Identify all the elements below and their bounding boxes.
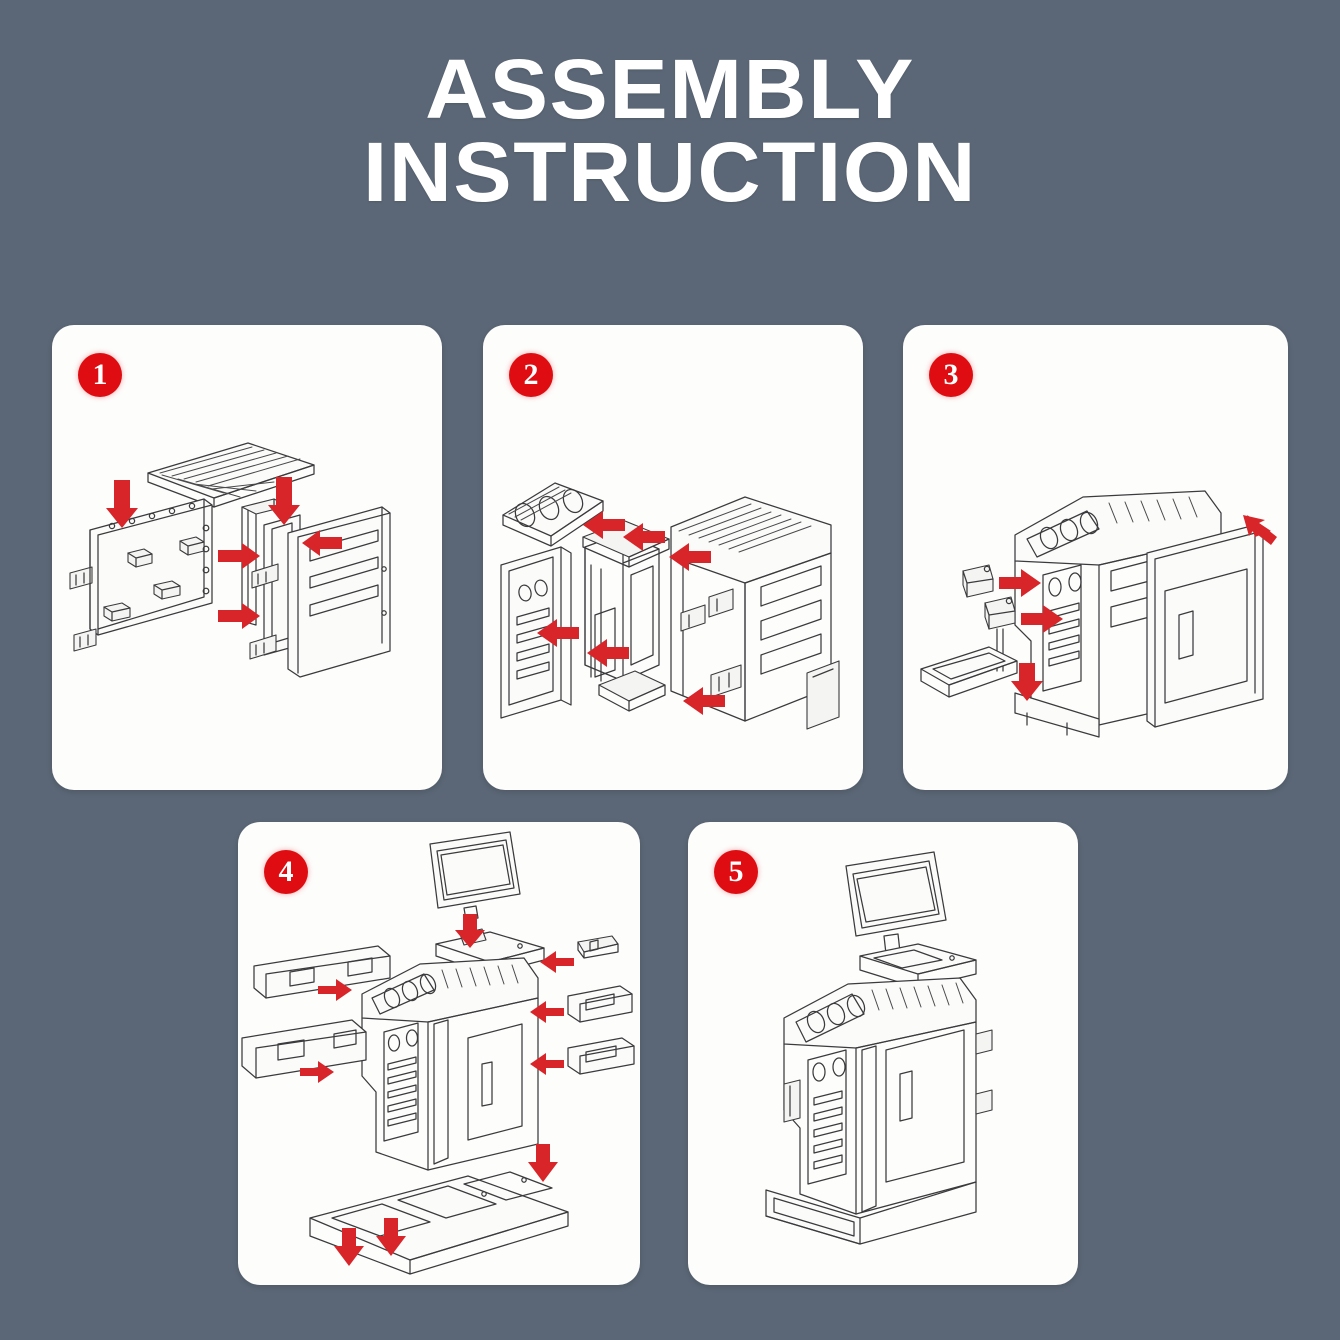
page-title: ASSEMBLY INSTRUCTION <box>0 47 1340 220</box>
step-card-1[interactable]: 1 <box>52 325 442 790</box>
assembly-arrows <box>999 515 1277 701</box>
part-inner-frame <box>582 520 670 712</box>
step-badge-4: 4 <box>264 850 308 894</box>
step-card-3[interactable]: 3 <box>903 325 1288 790</box>
step-badge-5: 5 <box>714 850 758 894</box>
title-line-1: ASSEMBLY <box>425 42 915 136</box>
assembly-arrows <box>300 914 574 1266</box>
part-base-plate <box>309 1171 569 1275</box>
part-dispenser-nozzles <box>962 564 1016 672</box>
part-bean-hopper-cover <box>502 482 604 547</box>
step-2-illustration <box>483 325 863 790</box>
step-4-drawing <box>241 831 635 1275</box>
part-upper-side-rail <box>253 945 391 999</box>
step-1-drawing <box>69 442 391 678</box>
part-top-plate <box>147 442 315 508</box>
part-left-side-panel <box>69 498 213 652</box>
step-5-illustration <box>688 822 1078 1285</box>
step-card-4[interactable]: 4 <box>238 822 640 1285</box>
step-2-drawing <box>500 482 840 730</box>
step-card-5[interactable]: 5 <box>688 822 1078 1285</box>
step-badge-3: 3 <box>929 353 973 397</box>
part-cup-tray-a <box>567 985 633 1023</box>
part-connector-clip <box>577 935 619 959</box>
assembly-arrows <box>106 477 342 629</box>
part-drip-tray <box>920 646 1018 698</box>
assembly-arrows <box>537 511 725 715</box>
step-1-illustration <box>52 325 442 790</box>
part-cup-tray-b <box>567 1037 635 1075</box>
title-line-2: INSTRUCTION <box>362 125 978 220</box>
part-front-control-panel <box>500 546 572 719</box>
part-lower-side-rail <box>241 1019 367 1079</box>
part-assembled-machine <box>765 851 993 1245</box>
step-badge-1: 1 <box>78 353 122 397</box>
step-card-2[interactable]: 2 <box>483 325 863 790</box>
step-3-drawing <box>920 490 1277 738</box>
step-badge-2: 2 <box>509 353 553 397</box>
part-side-door-panel <box>1146 524 1264 728</box>
step-4-illustration <box>238 822 640 1285</box>
step-5-drawing <box>765 851 993 1245</box>
part-display-screen <box>429 831 521 921</box>
step-3-illustration <box>903 325 1288 790</box>
